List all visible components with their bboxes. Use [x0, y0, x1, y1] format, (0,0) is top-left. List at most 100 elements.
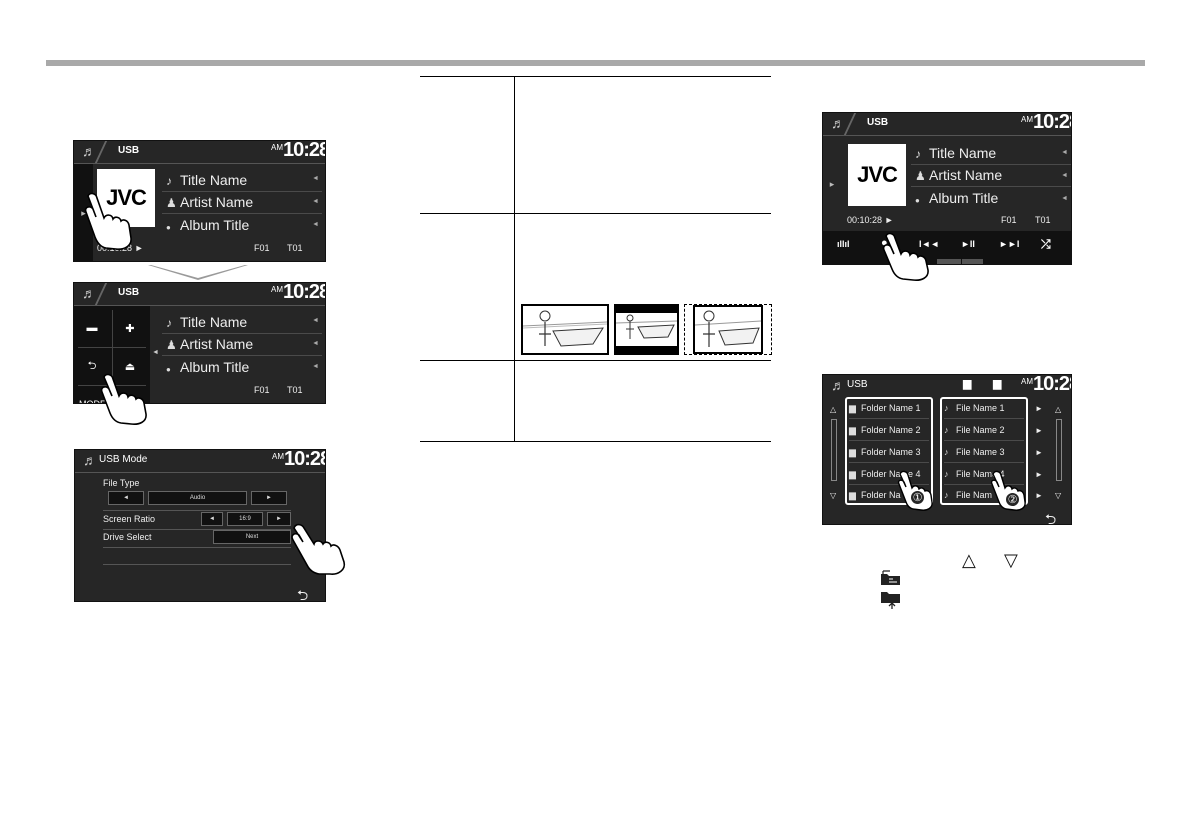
folder-item[interactable]: ▆Folder Name 3 — [849, 446, 921, 458]
folder-item[interactable]: ▆Folder Name 2 — [849, 424, 921, 436]
ratio-thumbnail-letterbox — [614, 304, 679, 355]
file-type-next-button[interactable]: ► — [251, 491, 287, 505]
track-title: ♪Title Name — [166, 172, 248, 188]
track-album: ●Album Title — [166, 217, 250, 233]
chevron-left-icon[interactable]: ◄ — [312, 221, 319, 228]
file-item[interactable]: ♪File Name 2 — [944, 425, 1005, 435]
scroll-up-button[interactable]: △ — [830, 405, 836, 414]
folder-icon: ▆ — [849, 446, 856, 457]
return-button[interactable]: ⮌ — [297, 585, 309, 602]
equalizer-icon: ıllıl — [837, 239, 850, 249]
play-file-button[interactable]: ► — [1035, 491, 1043, 500]
folder-number: F01 — [1001, 215, 1017, 225]
previous-button[interactable]: I◄◄ — [919, 239, 940, 249]
pointing-hand-icon — [882, 232, 929, 281]
repeat-button[interactable]: ⮌ — [74, 348, 110, 384]
chevron-left-icon[interactable]: ◄ — [312, 363, 319, 370]
root-folder-icon — [881, 570, 900, 585]
shuffle-button[interactable]: ⤮ — [1041, 237, 1051, 251]
list-screen: ♬ USB ▆ ▆ AM 10:28 △ ▽ △ ▽ ▆Folder Name … — [822, 374, 1072, 525]
source-label: USB — [118, 145, 140, 156]
scroll-up-button[interactable]: △ — [1055, 405, 1061, 414]
next-button[interactable]: ►►I — [999, 239, 1020, 249]
repeat-icon: ⮌ — [87, 359, 97, 372]
file-item[interactable]: ♪File Nam — [944, 490, 993, 500]
chevron-left-icon[interactable]: ◄ — [312, 175, 319, 182]
eject-button[interactable]: ⏏ — [112, 348, 148, 384]
triangle-down-icon: ▽ — [1004, 550, 1018, 570]
am-label: AM — [272, 452, 284, 461]
scroll-down-button[interactable]: ▽ — [1055, 491, 1061, 500]
chevron-left-icon[interactable]: ◄ — [312, 340, 319, 347]
track-artist: ♟Artist Name — [166, 336, 254, 352]
ratio-thumbnail-zoom — [684, 304, 772, 355]
table-row-rule — [420, 360, 771, 361]
file-scrollbar[interactable] — [1056, 419, 1062, 481]
track-number: T01 — [287, 243, 303, 253]
folder-item[interactable]: ▆Folder Name 4 — [849, 468, 921, 480]
folder-icon: ▆ — [849, 489, 856, 500]
drive-select-next-button[interactable]: Next — [213, 530, 291, 544]
side-tab-button[interactable]: ▸ — [823, 136, 841, 232]
folder-item[interactable]: ▆Folder Na — [849, 489, 901, 501]
track-album: ●Album Title — [915, 190, 999, 206]
return-button[interactable]: ⮌ — [1045, 509, 1056, 524]
scroll-down-button[interactable]: ▽ — [830, 491, 836, 500]
file-item[interactable]: ♪File Name 4 — [944, 469, 1005, 479]
triangle-up-icon: △ — [962, 550, 976, 570]
play-file-button[interactable]: ► — [1035, 470, 1043, 479]
track-number: T01 — [287, 385, 303, 395]
triangle-up-icon: △ — [1055, 405, 1062, 414]
parent-folder-icon: ▆ — [993, 378, 1002, 390]
play-file-button[interactable]: ► — [1035, 404, 1043, 413]
side-tab-button[interactable]: ▸ — [74, 164, 93, 261]
file-item[interactable]: ♪File Name 1 — [944, 403, 1005, 413]
chevron-left-icon[interactable]: ◄ — [1061, 172, 1068, 179]
return-icon: ⮌ — [297, 587, 309, 602]
play-file-button[interactable]: ► — [1035, 426, 1043, 435]
clock: 10:28 — [1033, 374, 1071, 395]
chevron-left-icon[interactable]: ◄ — [312, 317, 319, 324]
track-number: T01 — [1035, 215, 1051, 225]
root-folder-button[interactable]: ▆ — [963, 377, 971, 390]
album-art: JVC — [848, 144, 906, 206]
parent-folder-icon — [881, 592, 900, 609]
folder-minus-icon: ▬ — [86, 322, 98, 334]
folder-icon: ▆ — [849, 424, 856, 435]
mode-button[interactable]: MODE — [79, 399, 106, 404]
search-button[interactable]: ● — [881, 237, 888, 249]
folder-scrollbar[interactable] — [831, 419, 837, 481]
chevron-left-icon[interactable]: ◄ — [1061, 195, 1068, 202]
file-type-prev-button[interactable]: ◄ — [108, 491, 144, 505]
am-label: AM — [1021, 115, 1033, 124]
control-bar — [823, 231, 1071, 264]
file-list-highlight — [940, 397, 1028, 505]
triangle-up-icon: △ — [830, 405, 837, 414]
header-divider — [94, 141, 108, 163]
page-indicator — [937, 259, 983, 264]
parent-folder-button[interactable]: ▆ — [993, 377, 1001, 390]
chevron-left-icon[interactable]: ◄ — [152, 349, 159, 356]
screen-ratio-next-button[interactable]: ► — [267, 512, 291, 526]
play-pause-button[interactable]: ►II — [961, 239, 975, 249]
step-marker-2: ② — [1005, 492, 1020, 507]
chevron-left-icon[interactable]: ◄ — [1061, 149, 1068, 156]
folder-item[interactable]: ▆Folder Name 1 — [849, 402, 921, 414]
file-item[interactable]: ♪File Name 3 — [944, 447, 1005, 457]
folder-up-button[interactable]: ✚ — [112, 310, 148, 346]
clock: 10:28 — [1033, 112, 1071, 133]
folder-list-highlight — [845, 397, 933, 505]
pointing-hand-icon — [100, 373, 147, 425]
am-label: AM — [271, 143, 283, 152]
triangle-down-icon: ▽ — [1055, 491, 1062, 500]
album-art: JVC — [97, 169, 155, 227]
folder-down-button[interactable]: ▬ — [74, 310, 110, 346]
music-logo-icon: ♬ — [831, 377, 845, 393]
play-file-button[interactable]: ► — [1035, 448, 1043, 457]
equalizer-button[interactable]: ıllıl — [837, 239, 850, 249]
screen-ratio-prev-button[interactable]: ◄ — [201, 512, 223, 526]
play-icon: ► — [134, 243, 144, 253]
track-title: ♪Title Name — [166, 314, 248, 330]
step-marker-1: ① — [910, 490, 925, 505]
chevron-left-icon[interactable]: ◄ — [312, 198, 319, 205]
